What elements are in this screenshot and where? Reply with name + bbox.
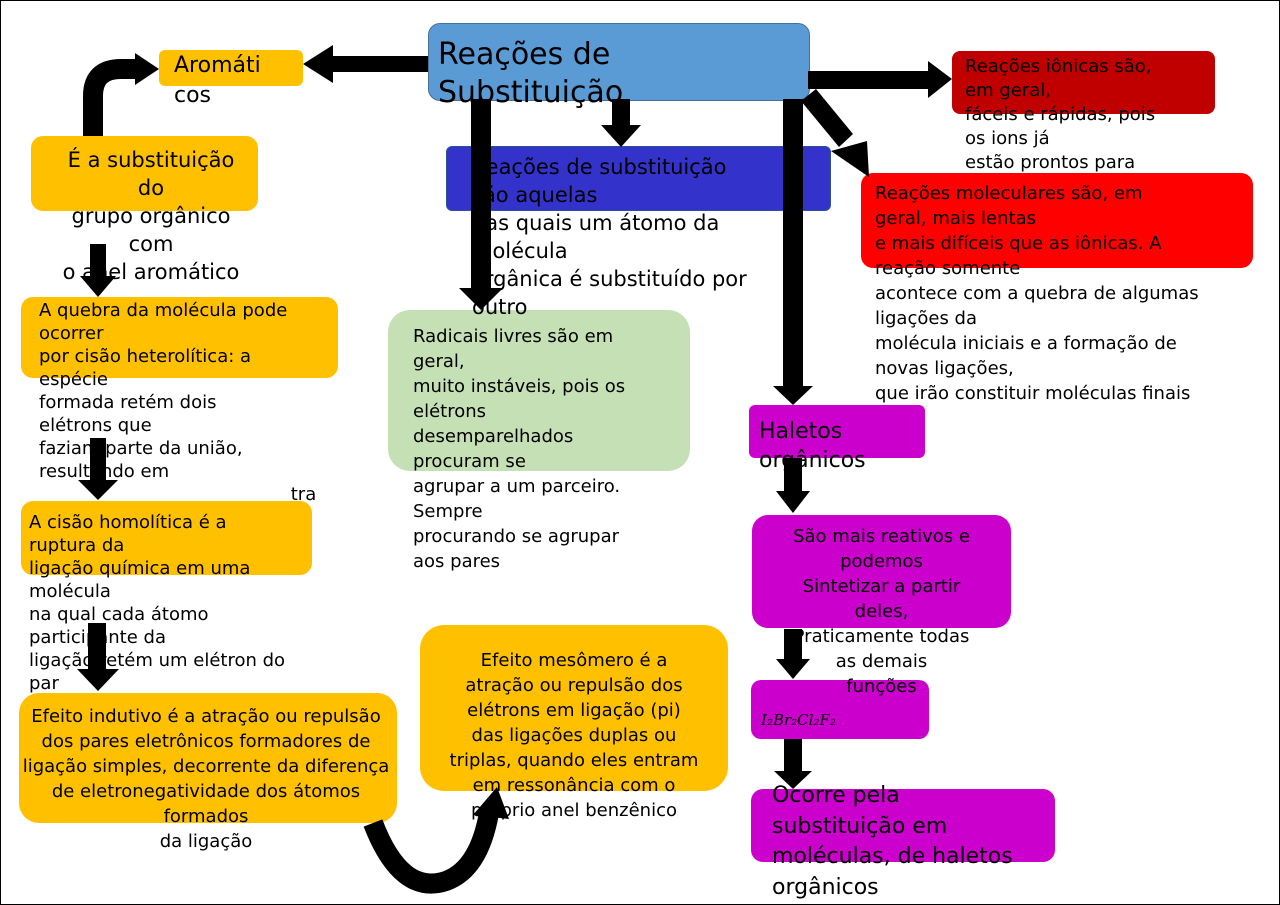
formula-text: I₂Br₂Cl₂F₂ [761, 711, 836, 729]
arrow-shaft [88, 623, 106, 673]
definicao-text: Reações de substituição são aquelas nas … [472, 155, 747, 319]
formula-box [751, 680, 929, 739]
arrow-shaft [784, 739, 802, 773]
arrow-shaft [90, 438, 106, 482]
haletos-box [749, 405, 925, 458]
radicais-box [388, 310, 690, 471]
arrow-shaft [783, 99, 803, 387]
arrow-head [303, 45, 333, 83]
arrow-shaft [471, 99, 491, 289]
ionicas-box [952, 51, 1215, 114]
arrow-shaft [90, 244, 106, 278]
arrow-head [831, 141, 869, 177]
curved-arrow-head [135, 53, 159, 85]
arrow-head [928, 61, 952, 98]
arrow-shaft [808, 71, 930, 89]
arrow-head [773, 386, 813, 405]
indutivo-box [19, 693, 397, 823]
title-text: Reações de Substituição [438, 37, 624, 110]
moleculares-text: Reações moleculares são, em geral, mais … [875, 183, 1199, 404]
arrow-head [77, 669, 119, 691]
indutivo-text: Efeito indutivo é a atração ou repulsão … [22, 706, 390, 852]
moleculares-box [861, 173, 1253, 268]
arrow-head [776, 491, 810, 513]
definicao-box [446, 146, 831, 211]
arrow-head [459, 288, 503, 310]
title-box [428, 23, 810, 101]
arrow-shaft [331, 56, 428, 72]
arrow-shaft [801, 89, 853, 147]
haletos-text: Haletos orgânicos [759, 419, 866, 473]
curved-arrow-head [473, 787, 509, 819]
mesomero-text: Efeito mesômero é a atração ou repulsão … [449, 650, 699, 821]
aromaticos-text: Aromáti cos [174, 53, 261, 108]
ionicas-text: Reações iônicas são, em geral, fáceis e … [965, 56, 1156, 173]
homolitica-box [21, 501, 312, 575]
heterolitica-box [21, 297, 338, 378]
aromaticos-box [159, 50, 303, 86]
reativos-box [752, 515, 1011, 628]
arrow-shaft [784, 629, 802, 661]
arrow-head [80, 276, 116, 297]
curved-arrow-shaft [83, 59, 141, 136]
curved-arrow-shaft [363, 811, 499, 894]
radicais-text: Radicais livres são em geral, muito inst… [413, 326, 626, 572]
ocorre-text: Ocorre pela substituição em moléculas, d… [772, 783, 1013, 900]
arrow-head [776, 659, 810, 679]
substituicao-aromatica-text: É a substituição do grupo orgânico com o… [62, 148, 240, 284]
arrow-shaft [784, 458, 802, 493]
ocorre-box [751, 789, 1055, 862]
arrow-shaft [612, 99, 630, 127]
homolitica-text: A cisão homolítica é a ruptura da ligaçã… [29, 512, 286, 694]
reativos-text: São mais reativos e podemos Sintetizar a… [793, 526, 970, 697]
arrow-head [601, 125, 641, 147]
substituicao-aromatica-box [31, 136, 258, 211]
mesomero-box [420, 625, 728, 791]
arrow-head [774, 771, 812, 789]
heterolitica-text: A quebra da molécula pode ocorrer por ci… [39, 300, 317, 505]
arrow-head [78, 480, 118, 500]
